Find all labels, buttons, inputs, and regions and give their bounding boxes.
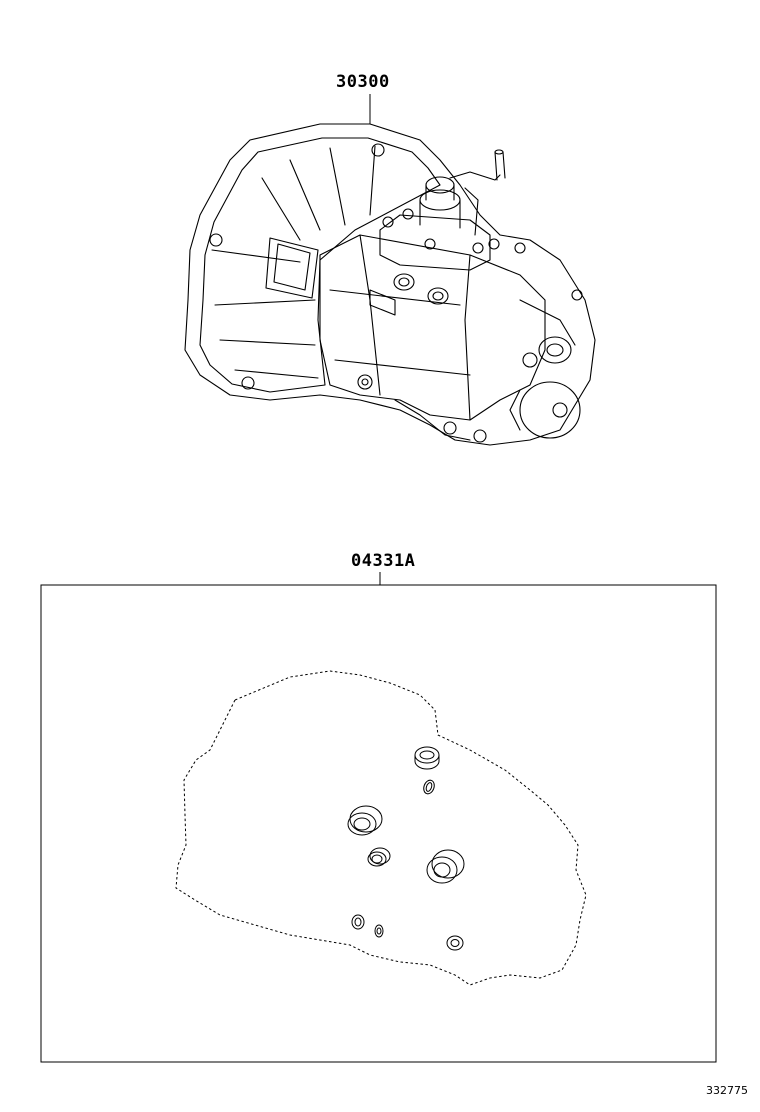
kit-frame [40,584,717,1063]
part-number-transaxle[interactable]: 30300 [336,72,390,92]
gasket-kit-icon[interactable] [175,670,587,986]
diagram-id: 332775 [706,1084,748,1097]
part-number-gasket-kit[interactable]: 04331A [351,551,416,571]
transaxle-assembly-icon[interactable] [184,123,596,446]
